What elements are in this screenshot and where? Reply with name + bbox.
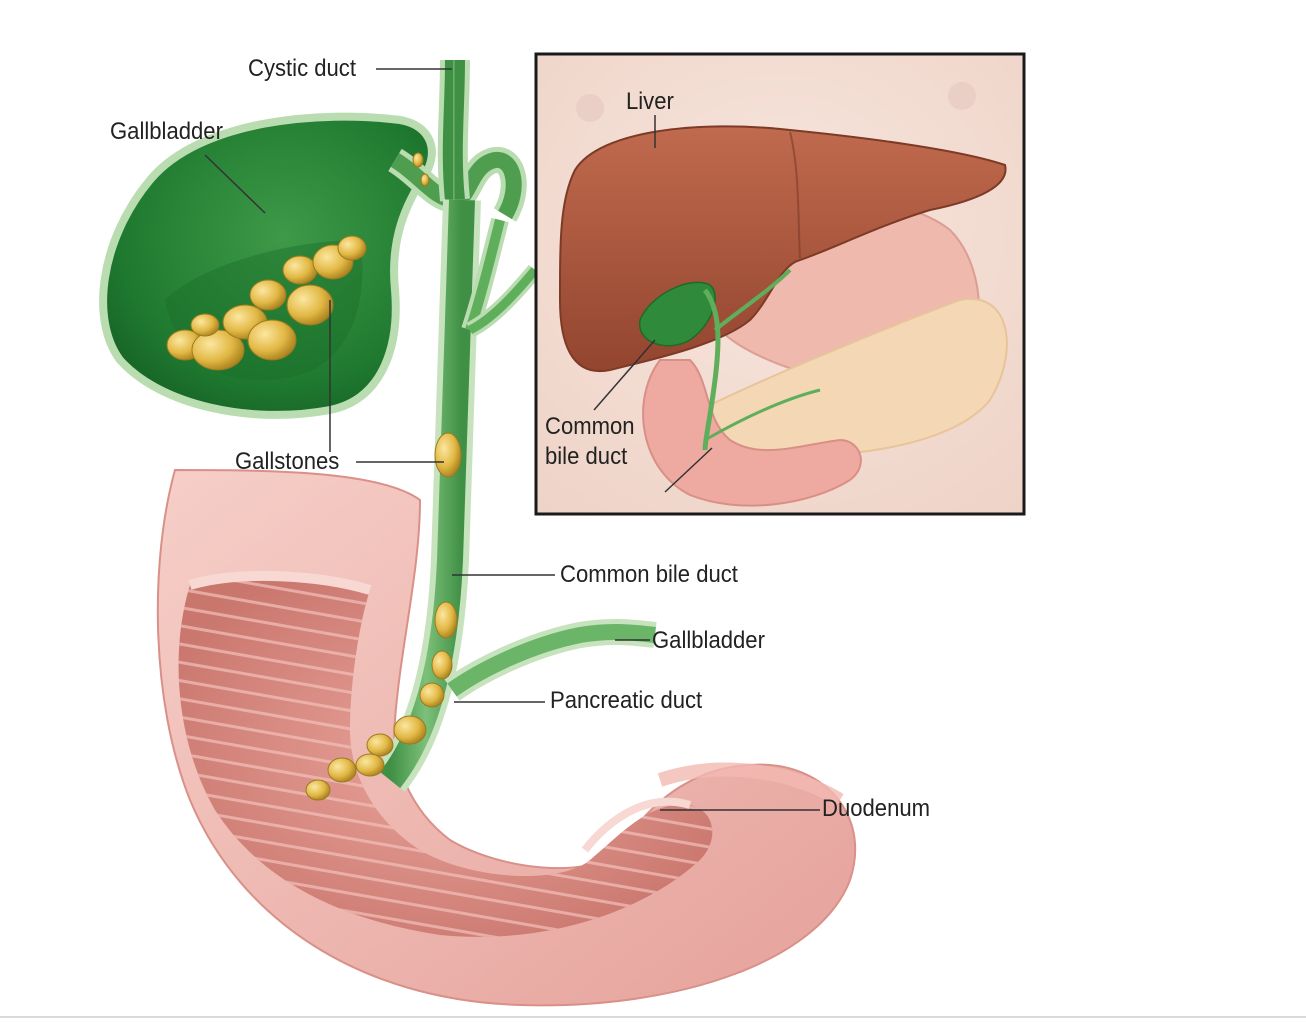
gallstones-cluster xyxy=(166,152,462,801)
label-gallstones: Gallstones xyxy=(235,448,340,475)
label-common-bile-duct: Common bile duct xyxy=(560,561,738,588)
label-gallbladder-lower: Gallbladder xyxy=(652,627,765,654)
leader-lines xyxy=(204,68,820,811)
cystic-duct-shape xyxy=(387,59,527,222)
leader-inset-common-bile-duct-a xyxy=(593,339,656,411)
common-bile-duct-shape xyxy=(374,199,542,792)
label-duodenum: Duodenum xyxy=(822,795,931,822)
inset-label-common-bile-duct-line1: Common xyxy=(545,413,635,440)
gallbladder-shape xyxy=(99,112,436,419)
bottom-divider xyxy=(0,1016,1306,1018)
leader-inset-common-bile-duct-b xyxy=(664,447,713,493)
pancreatic-duct-shape xyxy=(444,618,657,701)
leader-gallbladder xyxy=(204,154,266,214)
label-gallbladder: Gallbladder xyxy=(110,118,223,145)
label-pancreatic-duct: Pancreatic duct xyxy=(550,687,703,714)
inset-label-common-bile-duct-line2: bile duct xyxy=(545,443,628,470)
duodenum-shape xyxy=(156,468,857,1007)
inset-label-liver: Liver xyxy=(626,88,674,115)
label-cystic-duct: Cystic duct xyxy=(248,55,356,82)
inset-panel xyxy=(534,52,1026,516)
